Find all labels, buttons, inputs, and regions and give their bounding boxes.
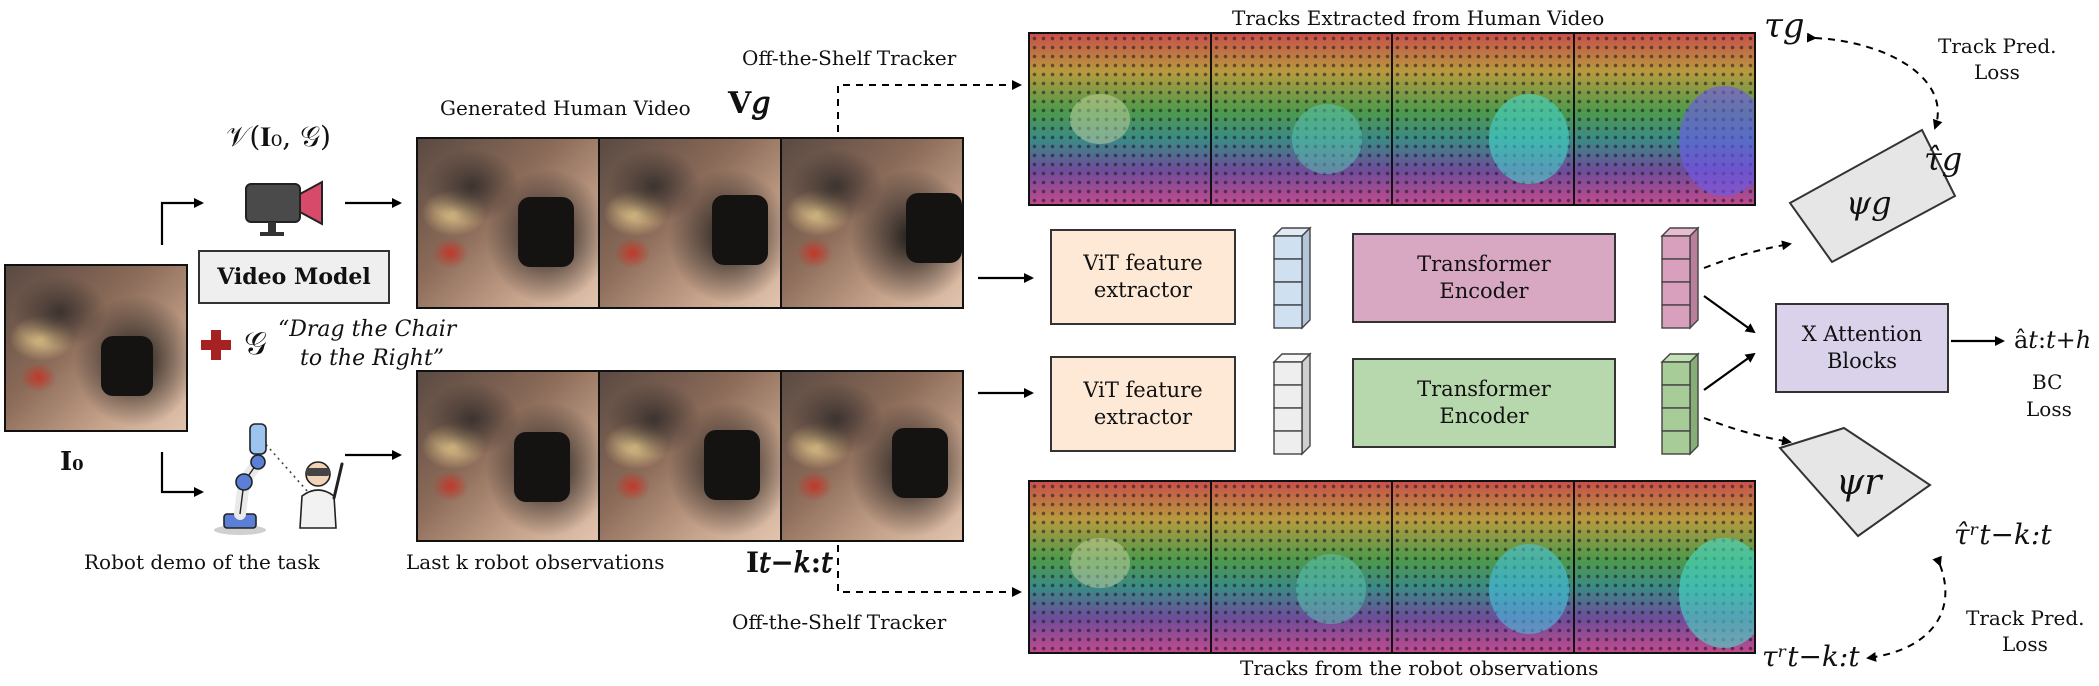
robot-tracks-strip: [1028, 480, 1756, 654]
arrow-human-tokens-to-xattn: [1703, 295, 1756, 334]
label-i0: 𝐈₀: [60, 447, 84, 477]
dashed-loss-arc-bottom: [1866, 555, 1947, 662]
robot-observations-strip: [416, 370, 964, 542]
label-robot-demo: Robot demo of the task: [84, 550, 320, 574]
video-frame-2: [600, 139, 782, 307]
robot-track-frame-2: [1211, 482, 1393, 652]
generated-video-strip: [416, 137, 964, 309]
vit-bottom-line-2: extractor: [1093, 405, 1193, 429]
label-obs: 𝐈𝑡−𝑘:𝑡: [746, 546, 833, 579]
human-track-frame-4: [1574, 34, 1754, 204]
label-psi-g: ψ𝑔: [1846, 184, 1892, 222]
label-tracker-top: Off-the-Shelf Tracker: [742, 46, 957, 70]
track-shape: [1070, 538, 1130, 588]
label-tau-r: τʳ𝑡−𝑘:𝑡: [1762, 640, 1860, 673]
track-loss-top-1: Track Pred.: [1938, 34, 2057, 58]
enc-bottom-line-2: Encoder: [1439, 404, 1529, 428]
camera-icon: [244, 178, 326, 240]
initial-image: [4, 264, 188, 432]
track-shape: [1070, 94, 1130, 144]
video-model-block: Video Model: [198, 250, 390, 304]
instruction-line-1: “Drag the Chair: [278, 317, 457, 342]
initial-frame: [6, 266, 186, 430]
chair-shape: [514, 432, 570, 502]
video-frame-1: [418, 139, 600, 307]
xattn-line-2: Blocks: [1826, 349, 1898, 373]
human-track-frame-1: [1030, 34, 1212, 204]
label-vg: 𝐕𝑔: [728, 86, 771, 121]
enc-top-line-2: Encoder: [1439, 279, 1529, 303]
vit-block-top: ViT feature extractor: [1050, 229, 1236, 325]
vit-bottom-line-1: ViT feature: [1083, 378, 1203, 402]
enc-top-line-1: Transformer: [1417, 252, 1551, 276]
robot-track-frame-4: [1574, 482, 1754, 652]
bc-loss-2: Loss: [2026, 397, 2072, 421]
label-last-k: Last k robot observations: [406, 550, 665, 574]
obs-frame-3: [782, 372, 962, 540]
dashed-arrow-tracker-top: [837, 80, 1022, 132]
token-stack-robot-out: [1660, 350, 1700, 462]
human-tracks-strip: [1028, 32, 1756, 206]
robot-track-frame-1: [1030, 482, 1212, 652]
vit-top-line-2: extractor: [1093, 278, 1193, 302]
human-track-frame-2: [1211, 34, 1393, 204]
dashed-loss-arc-top: [1806, 32, 1943, 130]
label-video-fn: 𝒱(𝐈₀, 𝒢): [226, 120, 331, 153]
chair-shape: [906, 193, 962, 263]
label-tracks-robot: Tracks from the robot observations: [1240, 656, 1599, 680]
track-shape: [1489, 544, 1569, 634]
enc-bottom-line-1: Transformer: [1417, 377, 1551, 401]
video-frame-3: [782, 139, 962, 307]
chair-shape: [712, 195, 768, 265]
bc-loss-1: BC: [2032, 370, 2063, 394]
label-action: â𝑡:𝑡+ℎ: [2014, 326, 2092, 354]
obs-frame-2: [600, 372, 782, 540]
label-goal: 𝒢: [244, 324, 267, 362]
token-stack-human-out: [1660, 224, 1700, 336]
dashed-arrow-to-psi-g: [1703, 240, 1792, 269]
track-shape: [1678, 538, 1754, 648]
label-tracks-human: Tracks Extracted from Human Video: [1232, 6, 1605, 30]
track-loss-top-2: Loss: [1974, 60, 2020, 84]
human-track-frame-3: [1393, 34, 1575, 204]
track-loss-bottom-2: Loss: [2002, 632, 2048, 656]
chair-shape: [101, 336, 153, 396]
instruction-line-2: to the Right”: [300, 346, 445, 371]
head-psi-r: [1778, 426, 1932, 538]
arrow-image-to-video-model: [160, 198, 204, 245]
label-generated-video: Generated Human Video: [440, 96, 691, 120]
track-shape: [1489, 94, 1569, 184]
xattn-line-1: X Attention: [1801, 322, 1923, 346]
obs-frame-1: [418, 372, 600, 540]
token-stack-human-in: [1272, 224, 1312, 336]
token-stack-robot-in: [1272, 350, 1312, 462]
label-tau-r-hat: τ̂ʳ𝑡−𝑘:𝑡: [1954, 518, 2052, 551]
head-psi-g: [1788, 128, 1957, 264]
track-shape: [1295, 554, 1366, 624]
arrow-robot-tokens-to-xattn: [1703, 352, 1756, 391]
vit-block-bottom: ViT feature extractor: [1050, 356, 1236, 452]
chair-shape: [892, 428, 948, 498]
chair-shape: [518, 197, 574, 267]
label-tau-g: τ𝑔: [1764, 6, 1805, 46]
label-tau-g-hat: τ̂𝑔: [1924, 140, 1963, 178]
robot-track-frame-3: [1393, 482, 1575, 652]
track-shape: [1678, 86, 1754, 196]
vit-top-line-1: ViT feature: [1083, 251, 1203, 275]
track-loss-bottom-1: Track Pred.: [1966, 606, 2085, 630]
dashed-arrow-tracker-bottom: [837, 545, 1022, 597]
label-psi-r: ψ𝑟: [1836, 462, 1882, 503]
plus-icon: [200, 329, 232, 361]
dashed-arrow-to-psi-r: [1703, 417, 1792, 446]
arrow-image-to-robot-demo: [160, 452, 204, 497]
chair-shape: [704, 430, 760, 500]
robot-demo-icon: [200, 418, 350, 536]
label-tracker-bottom: Off-the-Shelf Tracker: [732, 610, 947, 634]
track-shape: [1291, 104, 1362, 174]
